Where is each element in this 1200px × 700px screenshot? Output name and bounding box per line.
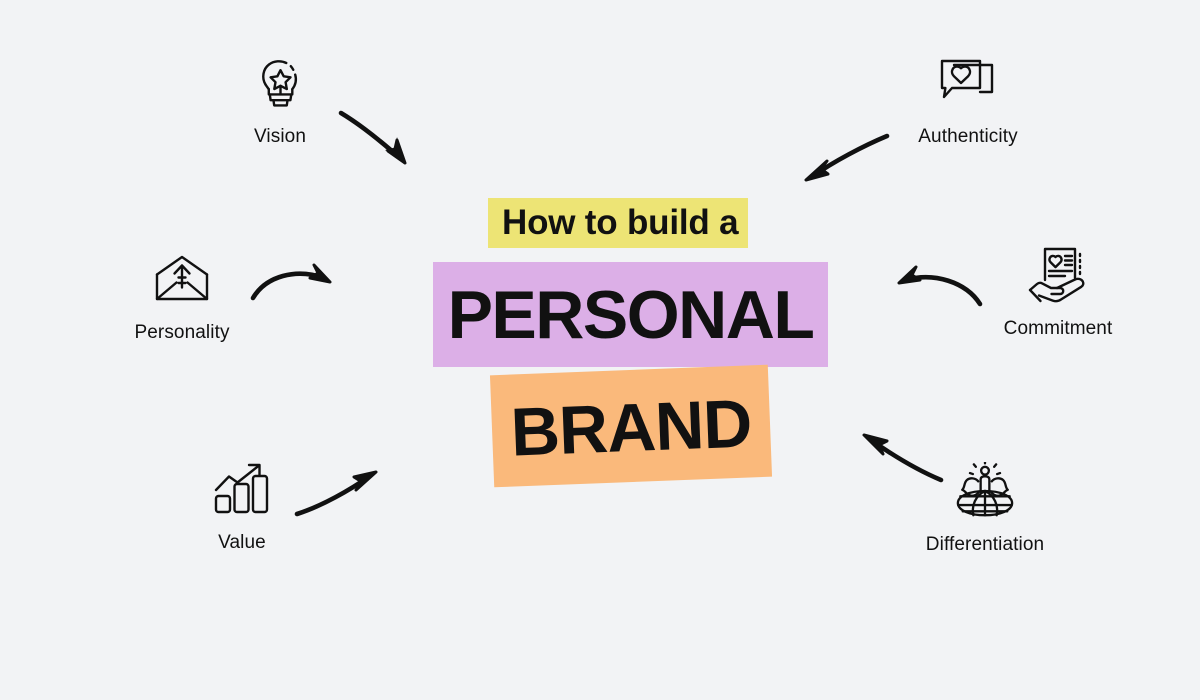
title-band-line2: PERSONAL [433,262,828,367]
node-commitment-label: Commitment [1003,318,1113,339]
title-line3-text: BRAND [509,385,753,471]
node-value[interactable]: Value [152,458,332,554]
bar-chart-growth-icon [211,458,273,520]
node-value-label: Value [218,532,266,553]
title-line2-text: PERSONAL [447,276,815,353]
title-band-line1: How to build a [488,198,748,248]
lightbulb-star-icon [249,52,311,114]
node-authenticity-label: Authenticity [918,126,1018,147]
envelope-up-arrow-icon [151,248,213,310]
node-personality-label: Personality [134,322,230,343]
node-vision-label: Vision [253,126,306,147]
title-band-line3: BRAND [489,364,773,488]
node-differentiation[interactable]: Differentiation [895,460,1075,556]
node-authenticity[interactable]: Authenticity [878,52,1058,148]
hand-holding-heart-document-icon [1027,244,1089,306]
node-personality[interactable]: Personality [92,248,272,344]
node-vision[interactable]: Vision [190,52,370,148]
person-globe-stars-icon [954,460,1016,522]
title-line1-text: How to build a [502,203,739,242]
speech-bubble-heart-icon [937,52,999,114]
node-commitment[interactable]: Commitment [968,244,1148,340]
node-differentiation-label: Differentiation [925,534,1045,555]
